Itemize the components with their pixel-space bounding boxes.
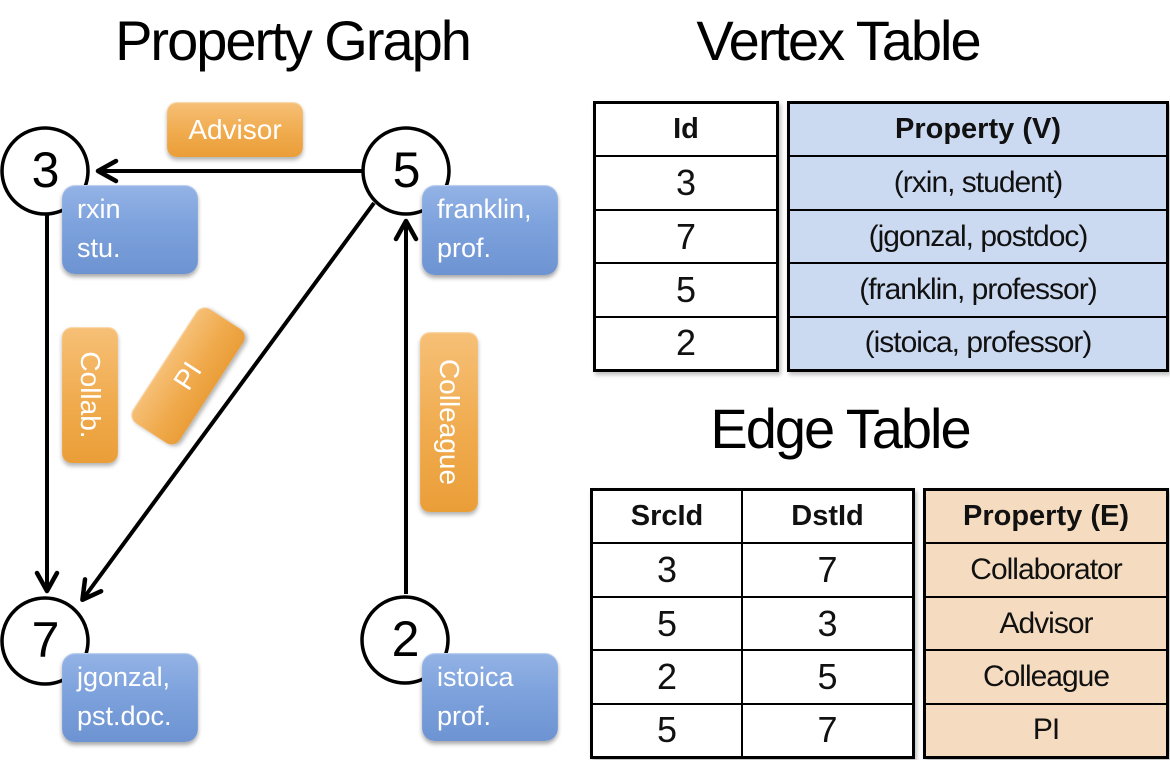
node-3-property-line2: stu. bbox=[77, 233, 121, 263]
edge-property-cell: Colleague bbox=[982, 659, 1110, 693]
vertex-id-cell: 7 bbox=[675, 215, 697, 257]
table-row: Advisor bbox=[926, 595, 1166, 649]
table-row: (istoica, professor) bbox=[790, 315, 1166, 369]
edge-srcid-cell: 5 bbox=[593, 597, 743, 650]
vertex-property-cell: (istoica, professor) bbox=[864, 326, 1093, 360]
vertex-table-property-column: Property (V) (rxin, student) (jgonzal, p… bbox=[787, 101, 1169, 372]
node-5-property-line2: prof. bbox=[437, 233, 492, 263]
edge-table-property-header: Property (E) bbox=[963, 500, 1129, 533]
vertex-id-cell: 5 bbox=[675, 268, 697, 310]
table-row: 5 7 bbox=[593, 702, 912, 757]
table-row: (jgonzal, postdoc) bbox=[790, 208, 1166, 262]
table-row: Collaborator bbox=[926, 542, 1166, 595]
edge-property-cell: PI bbox=[1032, 713, 1060, 747]
node-7-property-line2: pst.doc. bbox=[77, 701, 172, 731]
node-3-id: 3 bbox=[31, 142, 60, 198]
vertex-table-id-header: Id bbox=[673, 113, 699, 146]
node-7-id: 7 bbox=[31, 612, 60, 668]
table-row: 3 bbox=[596, 155, 776, 208]
node-2-property-line1: istoica bbox=[437, 662, 514, 692]
edge-colleague-label-text: Colleague bbox=[434, 358, 465, 486]
table-row: Colleague bbox=[926, 649, 1166, 702]
edge-property-cell: Advisor bbox=[999, 606, 1093, 640]
table-row: PI bbox=[926, 702, 1166, 756]
edge-collab-label: Collab. bbox=[62, 327, 118, 463]
edge-dstid-cell: 3 bbox=[817, 602, 838, 644]
edge-dstid-cell: 7 bbox=[817, 709, 838, 751]
node-5-property-line1: franklin, bbox=[437, 194, 532, 224]
node-5-id: 5 bbox=[392, 142, 421, 198]
vertex-table-id-column: Id 3 7 5 2 bbox=[593, 101, 779, 372]
edge-table-dstid-header: DstId bbox=[791, 500, 864, 533]
node-3-property-line1: rxin bbox=[77, 194, 121, 224]
table-row: 3 7 bbox=[593, 542, 912, 596]
property-graph-title: Property Graph bbox=[115, 9, 472, 72]
vertex-property-cell: (rxin, student) bbox=[893, 166, 1063, 200]
table-row: 5 bbox=[596, 262, 776, 315]
table-row: 7 bbox=[596, 208, 776, 262]
vertex-id-cell: 3 bbox=[675, 162, 697, 204]
edge-dstid-cell: 7 bbox=[817, 549, 838, 591]
table-row: (franklin, professor) bbox=[790, 262, 1166, 315]
node-7-property-line1: jgonzal, bbox=[77, 662, 171, 692]
edge-advisor-label: Advisor bbox=[167, 102, 303, 157]
vertex-id-cell: 2 bbox=[675, 322, 697, 364]
table-row: (rxin, student) bbox=[790, 155, 1166, 208]
vertex-table-title: Vertex Table bbox=[696, 9, 981, 72]
node-5-property-box: franklin, prof. bbox=[422, 185, 558, 275]
table-row: 5 3 bbox=[593, 595, 912, 650]
node-2-property-box: istoica prof. bbox=[422, 653, 558, 741]
edge-table-title: Edge Table bbox=[710, 397, 971, 460]
node-3-property-box: rxin stu. bbox=[62, 185, 198, 274]
table-row: 2 bbox=[596, 315, 776, 369]
vertex-table-property-header: Property (V) bbox=[895, 113, 1061, 146]
edge-property-cell: Collaborator bbox=[970, 553, 1122, 587]
edge-srcid-cell: 2 bbox=[593, 651, 743, 703]
vertex-property-cell: (franklin, professor) bbox=[859, 272, 1097, 306]
edge-table-property-column: Property (E) Collaborator Advisor Collea… bbox=[923, 488, 1169, 759]
node-7-property-box: jgonzal, pst.doc. bbox=[62, 653, 198, 742]
edge-dstid-cell: 5 bbox=[817, 655, 838, 697]
edge-srcid-cell: 5 bbox=[593, 704, 743, 757]
edge-srcid-cell: 3 bbox=[593, 544, 743, 596]
edge-collab-label-text: Collab. bbox=[75, 351, 106, 439]
vertex-property-cell: (jgonzal, postdoc) bbox=[868, 219, 1089, 253]
node-2-id: 2 bbox=[391, 611, 420, 667]
edge-colleague-label: Colleague bbox=[420, 332, 478, 512]
edge-table-srcid-header: SrcId bbox=[593, 491, 743, 543]
table-row: 2 5 bbox=[593, 649, 912, 703]
node-2-property-line2: prof. bbox=[437, 701, 492, 731]
edge-pi-line bbox=[80, 201, 376, 603]
edge-table-id-columns: SrcId DstId 3 7 5 3 2 5 5 7 bbox=[590, 488, 915, 759]
